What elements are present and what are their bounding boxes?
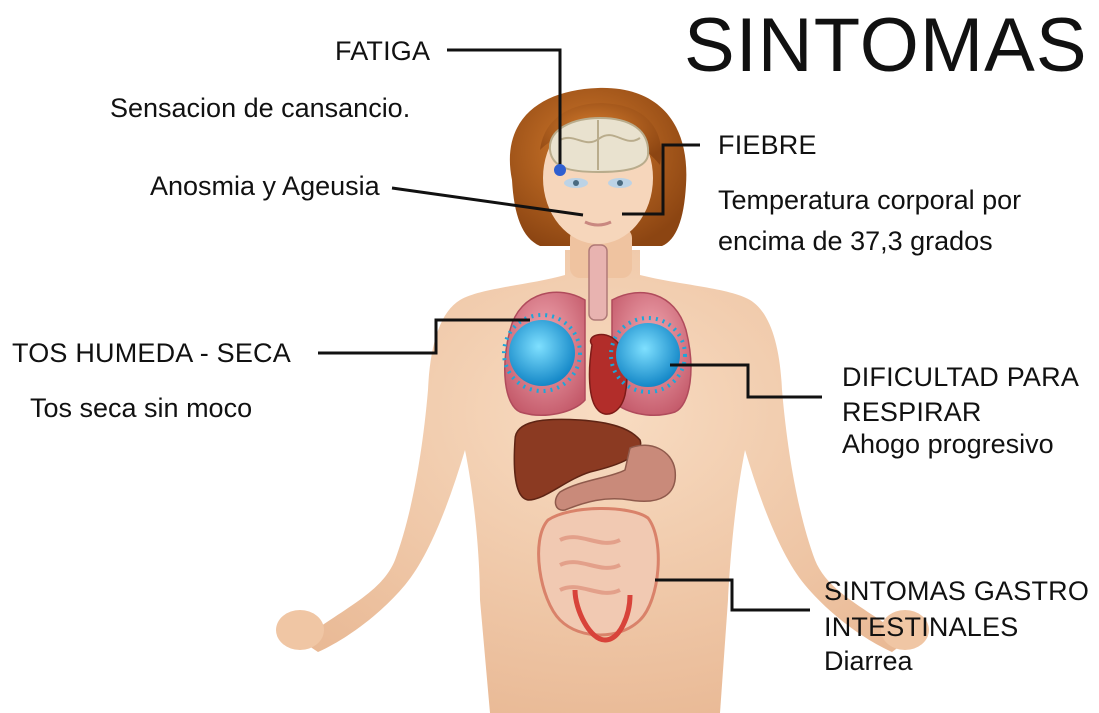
desc-breathing: Ahogo progresivo (842, 422, 1054, 466)
desc-gastro: Diarrea (824, 639, 913, 683)
label-gastro-line1: SINTOMAS GASTRO (824, 576, 1089, 607)
desc-cough: Tos seca sin moco (30, 386, 252, 430)
label-fever: FIEBRE (718, 130, 817, 161)
trachea (589, 245, 607, 320)
desc-fatigue: Sensacion de cansancio. (110, 86, 410, 130)
label-cough: TOS HUMEDA - SECA (12, 338, 291, 369)
label-smell-taste: Anosmia y Ageusia (150, 164, 380, 208)
desc-fever-line1: Temperatura corporal por (718, 178, 1021, 222)
desc-fever-line2: encima de 37,3 grados (718, 219, 993, 263)
label-breathing-line1: DIFICULTAD PARA (842, 362, 1079, 393)
brain-marker (554, 164, 566, 176)
intestines (539, 508, 659, 635)
brain (550, 118, 648, 172)
left-hand (276, 610, 324, 650)
label-fatigue: FATIGA (335, 36, 430, 67)
